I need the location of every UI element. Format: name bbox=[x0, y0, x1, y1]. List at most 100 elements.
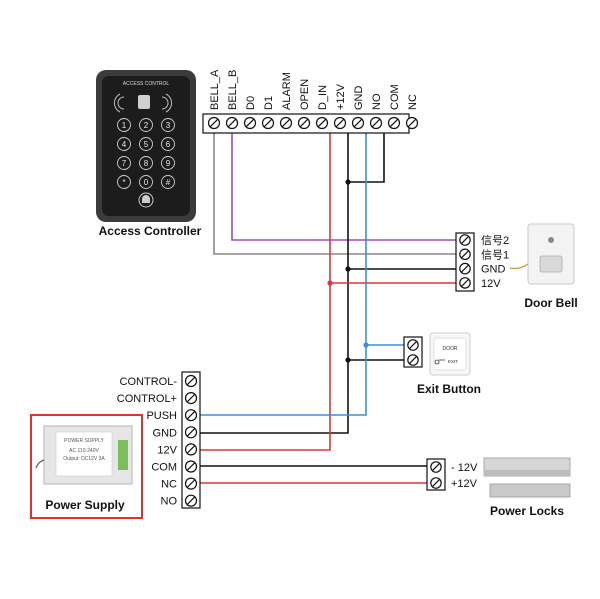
keypad-key: 4 bbox=[117, 137, 131, 151]
terminal-screw bbox=[333, 116, 347, 130]
keypad-key: 3 bbox=[161, 118, 175, 132]
access-controller-caption: Access Controller bbox=[99, 224, 202, 238]
terminal-label: D_IN bbox=[317, 85, 329, 110]
terminal-screw bbox=[184, 426, 198, 439]
junction-dot bbox=[363, 342, 369, 348]
terminal-screw bbox=[387, 116, 401, 130]
terminal-label: 12V bbox=[481, 278, 501, 290]
terminal-label: NO bbox=[371, 93, 383, 110]
wire-12v-main bbox=[199, 131, 331, 451]
junction-dot bbox=[345, 266, 351, 272]
svg-text:0: 0 bbox=[144, 178, 149, 187]
svg-text:2: 2 bbox=[144, 121, 149, 130]
terminal-label: CONTROL- bbox=[120, 376, 178, 388]
terminal-screw bbox=[261, 116, 275, 130]
terminal-screw bbox=[459, 234, 471, 246]
terminal-label: - 12V bbox=[451, 462, 478, 474]
power-supply-cable bbox=[35, 459, 45, 469]
terminal-label: GND bbox=[153, 427, 178, 439]
terminal-label: NC bbox=[161, 479, 177, 491]
junction-dots bbox=[327, 179, 369, 363]
key-icon bbox=[434, 359, 445, 365]
terminal-label: GND bbox=[353, 86, 365, 111]
terminal-screw bbox=[407, 339, 419, 351]
terminal-screw bbox=[207, 116, 221, 130]
keypad-key: 6 bbox=[161, 137, 175, 151]
terminal-screw bbox=[184, 477, 198, 490]
terminal-label: BELL_B bbox=[227, 70, 239, 110]
maglock-armature bbox=[489, 483, 571, 498]
power-supply-label-line-1: AC 110-240V bbox=[69, 448, 99, 454]
keypad-key: 0 bbox=[139, 175, 153, 189]
power-supply-terminals bbox=[118, 440, 128, 470]
terminal-label: NC bbox=[407, 94, 419, 110]
terminal-label: COM bbox=[389, 84, 401, 110]
power-supply-caption: Power Supply bbox=[45, 498, 125, 512]
exit-button: DOOR EXIT Exit Button bbox=[403, 332, 481, 396]
bell-icon bbox=[138, 192, 154, 208]
terminal-label: CONTROL+ bbox=[117, 393, 177, 405]
terminal-label: ALARM bbox=[281, 72, 293, 110]
terminal-screw bbox=[407, 354, 419, 366]
power-supply: POWER SUPPLY AC 110-240V Output: DC12V 3… bbox=[30, 371, 201, 519]
terminal-label: PUSH bbox=[146, 410, 177, 422]
wire-bell-a-signal1 bbox=[213, 131, 456, 255]
terminal-screw bbox=[430, 477, 442, 489]
doorbell-speaker bbox=[548, 237, 554, 243]
exit-button-caption: Exit Button bbox=[417, 382, 481, 396]
exit-button-face bbox=[433, 337, 467, 371]
terminal-screw bbox=[225, 116, 239, 130]
svg-text:4: 4 bbox=[122, 140, 127, 149]
svg-text:6: 6 bbox=[166, 140, 171, 149]
terminal-label: 信号2 bbox=[481, 234, 509, 247]
exit-face-top: DOOR bbox=[443, 346, 458, 352]
terminal-label: BELL_A bbox=[209, 69, 221, 110]
terminal-label: NO bbox=[161, 496, 178, 508]
terminal-label: D0 bbox=[245, 96, 257, 110]
power-locks-caption: Power Locks bbox=[490, 504, 564, 518]
terminal-screw bbox=[184, 409, 198, 422]
terminal-screw bbox=[184, 460, 198, 473]
keypad-key: 1 bbox=[117, 118, 131, 132]
keypad-key: 5 bbox=[139, 137, 153, 151]
terminal-screw bbox=[369, 116, 383, 130]
svg-text:8: 8 bbox=[144, 159, 149, 168]
power-supply-label-title: POWER SUPPLY bbox=[64, 438, 104, 444]
power-supply-highlight bbox=[30, 414, 143, 519]
doorbell-module bbox=[539, 255, 563, 273]
terminal-screw bbox=[279, 116, 293, 130]
doorbell-terminal-block bbox=[455, 232, 475, 292]
keypad-key: * bbox=[117, 175, 131, 189]
svg-text:3: 3 bbox=[166, 121, 171, 130]
keypad-key: 8 bbox=[139, 156, 153, 170]
terminal-screw bbox=[184, 494, 198, 507]
terminal-label: OPEN bbox=[299, 79, 311, 110]
svg-text:#: # bbox=[166, 178, 171, 187]
keypad-key: # bbox=[161, 175, 175, 189]
power-supply-label-line-2: Output: DC12V 3A bbox=[63, 456, 105, 462]
terminal-screw bbox=[459, 277, 471, 289]
terminal-screw bbox=[430, 461, 442, 473]
terminal-screw bbox=[184, 392, 198, 405]
terminal-label: D1 bbox=[263, 96, 275, 110]
svg-text:5: 5 bbox=[144, 140, 149, 149]
bell-glyph bbox=[142, 195, 150, 203]
terminal-screw bbox=[405, 116, 419, 130]
doorbell-cable bbox=[509, 263, 529, 270]
maglock-face bbox=[484, 470, 570, 476]
terminal-label: 信号1 bbox=[481, 248, 509, 261]
wire-bell-b-signal2 bbox=[231, 131, 456, 241]
junction-dot bbox=[345, 357, 351, 363]
terminal-screw bbox=[315, 116, 329, 130]
power-supply-label bbox=[55, 431, 113, 477]
svg-text:*: * bbox=[122, 178, 125, 187]
svg-text:9: 9 bbox=[166, 159, 171, 168]
terminal-screw bbox=[297, 116, 311, 130]
terminal-screw bbox=[459, 262, 471, 275]
terminal-label: +12V bbox=[451, 478, 478, 490]
doorbell-caption: Door Bell bbox=[524, 296, 577, 310]
power-supply-terminal-block bbox=[181, 371, 201, 509]
